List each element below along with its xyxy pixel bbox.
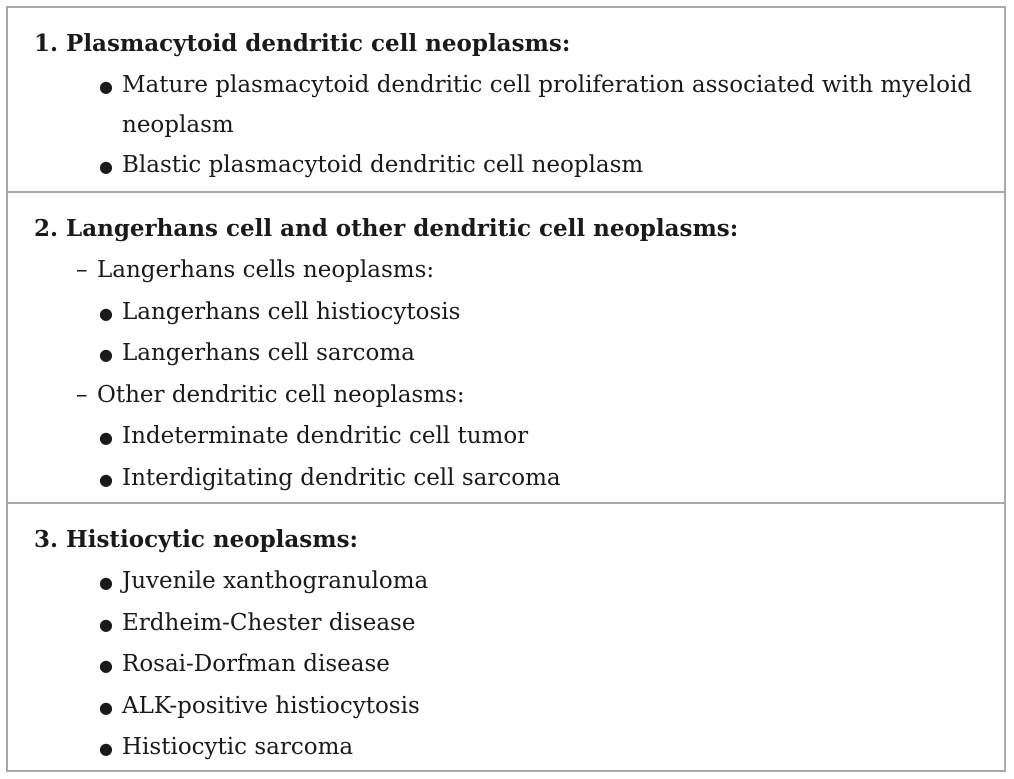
classification-table: 1. Plasmacytoid dendritic cell neoplasms… <box>6 6 1006 772</box>
list-item: ● Erdheim-Chester disease <box>34 603 984 645</box>
list-item-text: Langerhans cell histiocytosis <box>122 298 461 325</box>
list-item-text: Langerhans cell sarcoma <box>122 340 415 366</box>
group-label-text: Other dendritic cell neoplasms: <box>97 381 465 408</box>
group-label: – Langerhans cells neoplasms: <box>34 250 984 292</box>
list-item: ● ALK-positive histiocytosis <box>34 686 984 728</box>
list-item-text: Blastic plasmacytoid dendritic cell neop… <box>122 152 644 178</box>
list-item: ● Rosai-Dorfman disease <box>34 644 984 686</box>
bullet-icon: ● <box>99 157 113 176</box>
bullet-icon: ● <box>99 303 113 323</box>
dash-icon: – <box>76 257 88 283</box>
section-histiocytic: 3. Histiocytic neoplasms: ● Juvenile xan… <box>8 502 1004 770</box>
bullet-icon: ● <box>99 469 113 489</box>
list-item: ● Indeterminate dendritic cell tumor <box>34 416 984 458</box>
section-heading: 3. Histiocytic neoplasms: <box>34 526 359 553</box>
list-item: ● Juvenile xanthogranuloma <box>34 561 984 603</box>
list-item-text: Indeterminate dendritic cell tumor <box>122 423 529 449</box>
bullet-icon: ● <box>99 656 113 675</box>
bullet-icon: ● <box>99 573 113 592</box>
list-item-text: Erdheim-Chester disease <box>122 609 416 636</box>
list-item: ● Interdigitating dendritic cell sarcoma <box>34 458 984 500</box>
list-item: ● Langerhans cell histiocytosis <box>34 292 984 334</box>
list-item-text: Rosai-Dorfman disease <box>122 651 390 677</box>
section-heading: 1. Plasmacytoid dendritic cell neoplasms… <box>34 30 571 57</box>
bullet-icon: ● <box>99 77 113 96</box>
list-item-text: Juvenile xanthogranuloma <box>122 568 429 594</box>
bullet-icon: ● <box>99 345 113 364</box>
list-item-text: Interdigitating dendritic cell sarcoma <box>122 464 561 491</box>
dash-icon: – <box>76 381 88 408</box>
section-langerhans: 2. Langerhans cell and other dendritic c… <box>8 191 1004 502</box>
group-label: – Other dendritic cell neoplasms: <box>34 375 984 417</box>
bullet-icon: ● <box>99 697 113 717</box>
section-heading: 2. Langerhans cell and other dendritic c… <box>34 215 739 242</box>
list-item: ● Langerhans cell sarcoma <box>34 333 984 375</box>
list-item: ● Blastic plasmacytoid dendritic cell ne… <box>34 145 984 187</box>
group-label-text: Langerhans cells neoplasms: <box>97 257 435 283</box>
list-item-text: ALK-positive histiocytosis <box>122 692 420 719</box>
list-item: ● Mature plasmacytoid dendritic cell pro… <box>34 65 1002 145</box>
bullet-icon: ● <box>99 739 113 758</box>
list-item-text: Mature plasmacytoid dendritic cell proli… <box>122 72 973 138</box>
bullet-icon: ● <box>99 428 113 447</box>
list-item-text: Histiocytic sarcoma <box>122 734 354 760</box>
list-item: ● Histiocytic sarcoma <box>34 727 984 769</box>
section-plasmacytoid: 1. Plasmacytoid dendritic cell neoplasms… <box>8 8 1004 191</box>
bullet-icon: ● <box>99 614 113 634</box>
